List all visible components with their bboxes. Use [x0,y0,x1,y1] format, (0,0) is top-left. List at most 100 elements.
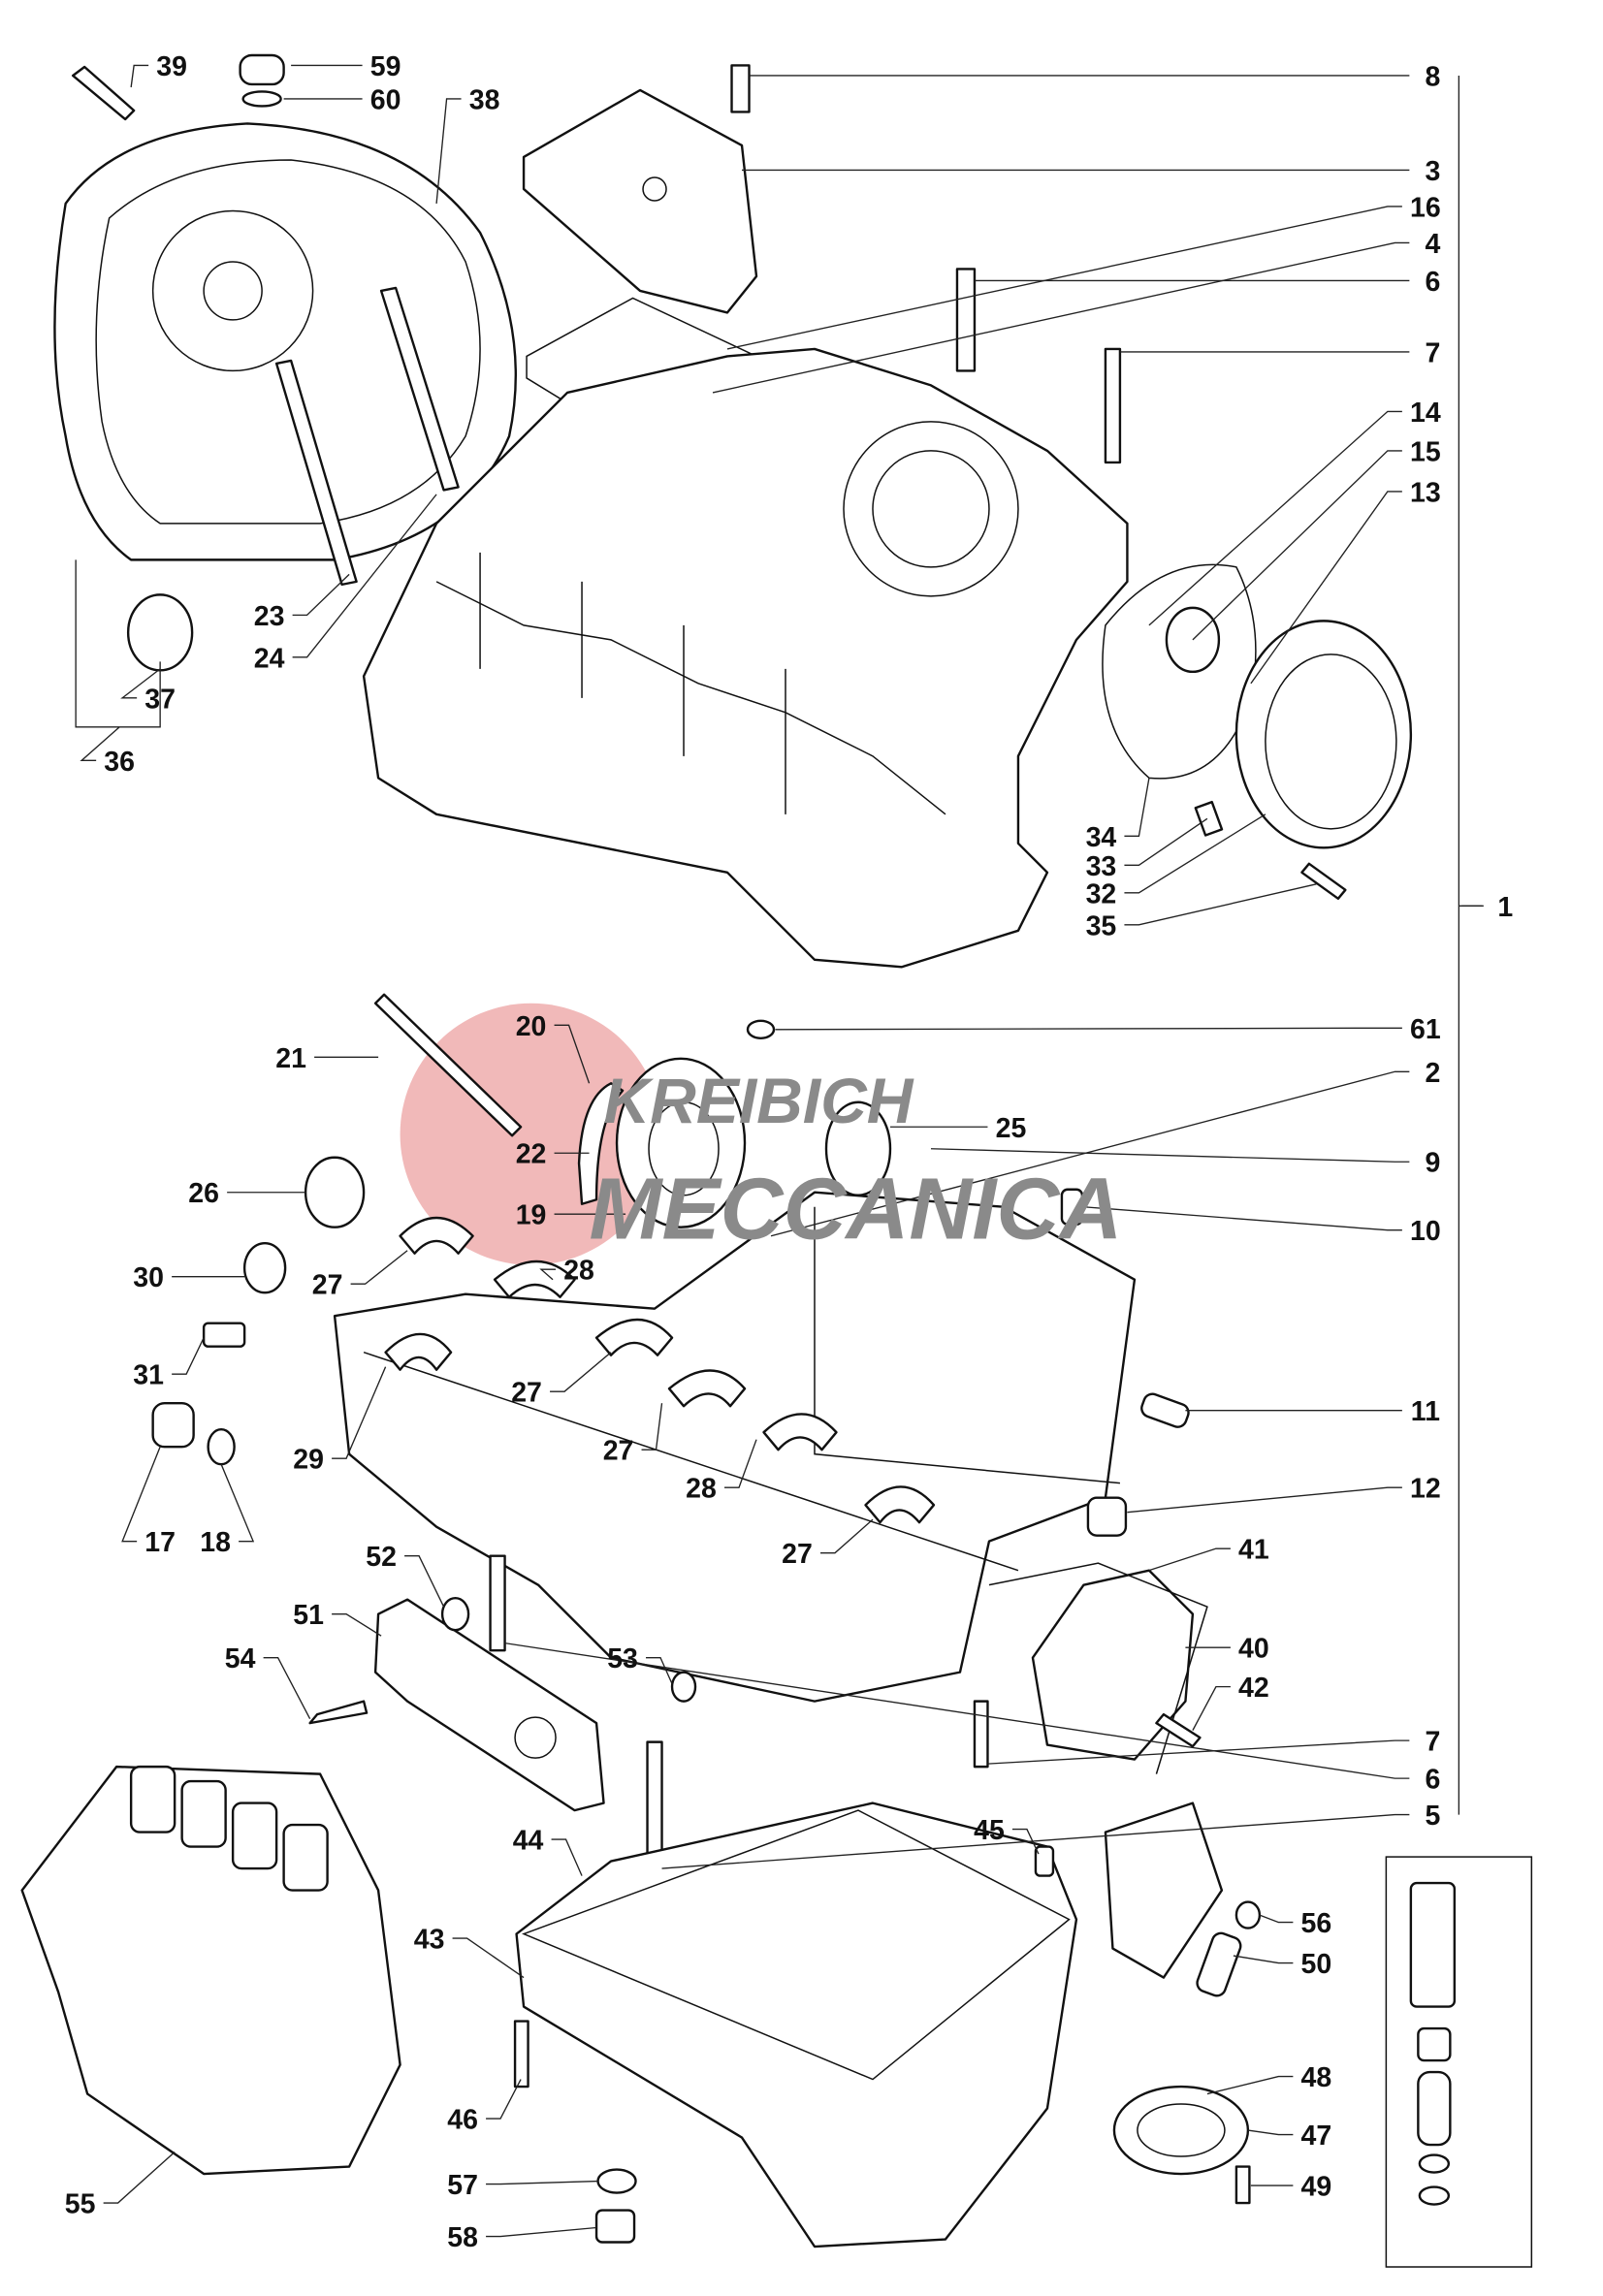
callout-label-6: 6 [1425,1765,1440,1796]
bolt-35 [1300,862,1347,901]
oring-52 [440,1596,470,1632]
callout-label-32: 32 [1086,878,1117,909]
leader-line-27 [550,1352,612,1392]
bolt-54 [308,1700,369,1725]
callout-label-57: 57 [447,2170,478,2201]
callout-label-27: 27 [603,1436,634,1467]
leader-line-29 [332,1366,387,1459]
leader-line-16 [726,206,1402,350]
callout-label-43: 43 [414,1925,445,1956]
callout-label-7: 7 [1425,337,1440,368]
generator-cover [1234,620,1413,849]
filter-cover-47 [1112,2085,1250,2176]
bolt-49 [1234,2165,1251,2205]
callout-label-5: 5 [1425,1801,1440,1832]
leader-line-20 [554,1024,591,1084]
callout-label-54: 54 [225,1643,256,1674]
leader-line-15 [1192,450,1402,641]
plate-22 [577,1082,625,1205]
callout-label-29: 29 [293,1445,324,1476]
callout-label-34: 34 [1086,822,1117,853]
bolt-6-lower [489,1554,506,1652]
valve-50 [1196,1931,1242,1997]
callout-label-45: 45 [974,1815,1005,1846]
callout-label-13: 13 [1410,477,1441,508]
callout-label-48: 48 [1301,2062,1332,2093]
bolt-42 [1155,1712,1202,1748]
callout-label-50: 50 [1301,1949,1332,1980]
leader-line-61 [775,1027,1402,1031]
leader-line-10 [1083,1206,1402,1231]
callout-label-60: 60 [370,84,401,115]
leader-line-37 [120,668,161,699]
engine-overview-55 [20,1765,401,2176]
callout-label-61: 61 [1410,1014,1441,1045]
callout-label-11: 11 [1411,1396,1440,1427]
callout-label-31: 31 [133,1360,164,1391]
bolt-39 [71,65,136,121]
leader-line-18 [220,1463,255,1543]
leader-line-4 [712,241,1410,394]
watermark-text-2: MECCANICA [590,1162,1123,1259]
oil-pump [1104,1802,1224,1979]
callout-label-51: 51 [293,1600,324,1631]
callout-label-1: 1 [1497,892,1513,923]
bracket-51 [373,1598,605,1812]
bracket-36 [75,559,161,728]
leader-line-35 [1124,883,1317,926]
callout-label-4: 4 [1425,229,1440,260]
leader-line-53 [646,1656,673,1684]
cover-40 [988,1562,1208,1774]
callout-label-12: 12 [1410,1474,1441,1505]
callout-label-6: 6 [1425,267,1440,298]
callout-label-33: 33 [1086,851,1117,882]
callout-label-59: 59 [370,51,401,82]
callout-label-27: 27 [782,1539,813,1570]
dowel-45 [1034,1845,1055,1877]
drain-plug-58 [594,2209,636,2244]
callout-label-8: 8 [1425,61,1440,92]
valve-inset-box [1385,1856,1533,2268]
plug-37 [126,593,194,672]
callout-label-17: 17 [144,1527,176,1558]
callout-label-49: 49 [1301,2172,1332,2203]
leader-line-56 [1259,1914,1294,1924]
callout-label-3: 3 [1425,156,1440,187]
plug-59 [239,53,285,108]
bolt-7-lower [973,1700,989,1769]
leader-line-2 [770,1070,1410,1237]
bolt-46 [513,2020,529,2089]
watermark-logo: KREIBICH MECCANICA [590,1065,1123,1259]
leader-line-33 [1124,817,1208,866]
leader-line-54 [263,1656,311,1719]
leader-line-38 [435,98,462,205]
dowel-11 [1140,1392,1190,1428]
callout-label-24: 24 [254,643,285,674]
leader-line-31 [172,1337,205,1375]
leader-line-27 [819,1518,874,1554]
leader-line-51 [332,1612,382,1637]
plug-17 [151,1401,195,1449]
callout-label-21: 21 [275,1043,306,1074]
callout-label-39: 39 [156,51,187,82]
callout-label-16: 16 [1410,192,1441,223]
clutch-cover [53,122,517,561]
bearing-12 [1086,1496,1128,1537]
callout-label-14: 14 [1410,398,1441,429]
stud-21 [373,993,523,1137]
callout-label-9: 9 [1425,1148,1440,1179]
callout-label-55: 55 [65,2189,96,2220]
leader-line-39 [130,64,149,88]
callout-label-47: 47 [1301,2121,1332,2152]
leader-line-52 [404,1554,445,1608]
cover-3 [522,88,758,314]
leader-line-12 [1127,1486,1402,1514]
bearing-shells [384,1216,936,1524]
leader-line-47 [1247,2129,1294,2136]
callout-label-42: 42 [1238,1673,1269,1704]
callout-label-23: 23 [254,601,285,632]
leader-line-6 [504,1642,1410,1779]
leader-line-27 [641,1403,663,1451]
leader-line-5 [661,1813,1410,1869]
